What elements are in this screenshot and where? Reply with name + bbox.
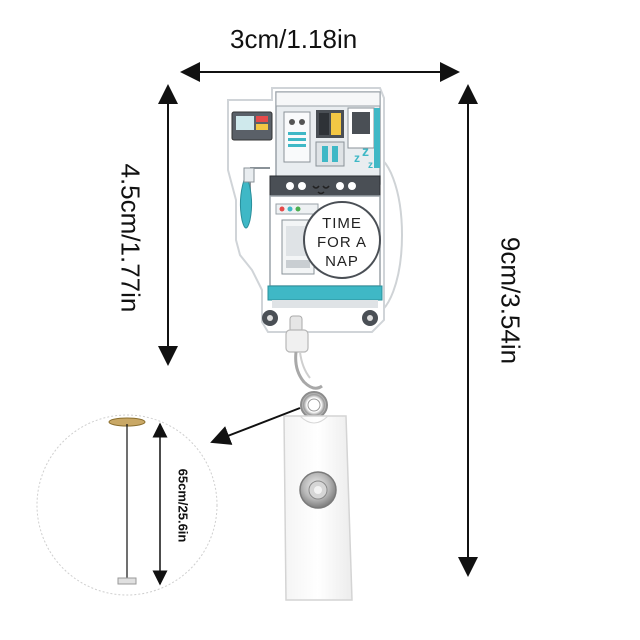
svg-text:z: z <box>368 160 373 171</box>
zoom-arrow <box>210 407 301 445</box>
swivel-clip <box>285 329 309 353</box>
caption-bubble <box>303 201 381 279</box>
machine-base <box>267 285 383 301</box>
total-height-label: 9cm/3.54in <box>495 236 526 365</box>
width-label: 3cm/1.18in <box>230 24 358 54</box>
caption-line-2: FOR A <box>317 234 367 251</box>
caption-line-1: TIME <box>322 215 362 232</box>
svg-text:z: z <box>362 143 369 159</box>
caption-line-3: NAP <box>325 253 359 270</box>
svg-text:z: z <box>354 151 360 165</box>
bellows-bag <box>239 179 253 229</box>
body-height-label: 4.5cm/1.77in <box>115 163 146 313</box>
cord-length-label: 65cm/25.6in <box>175 468 191 543</box>
